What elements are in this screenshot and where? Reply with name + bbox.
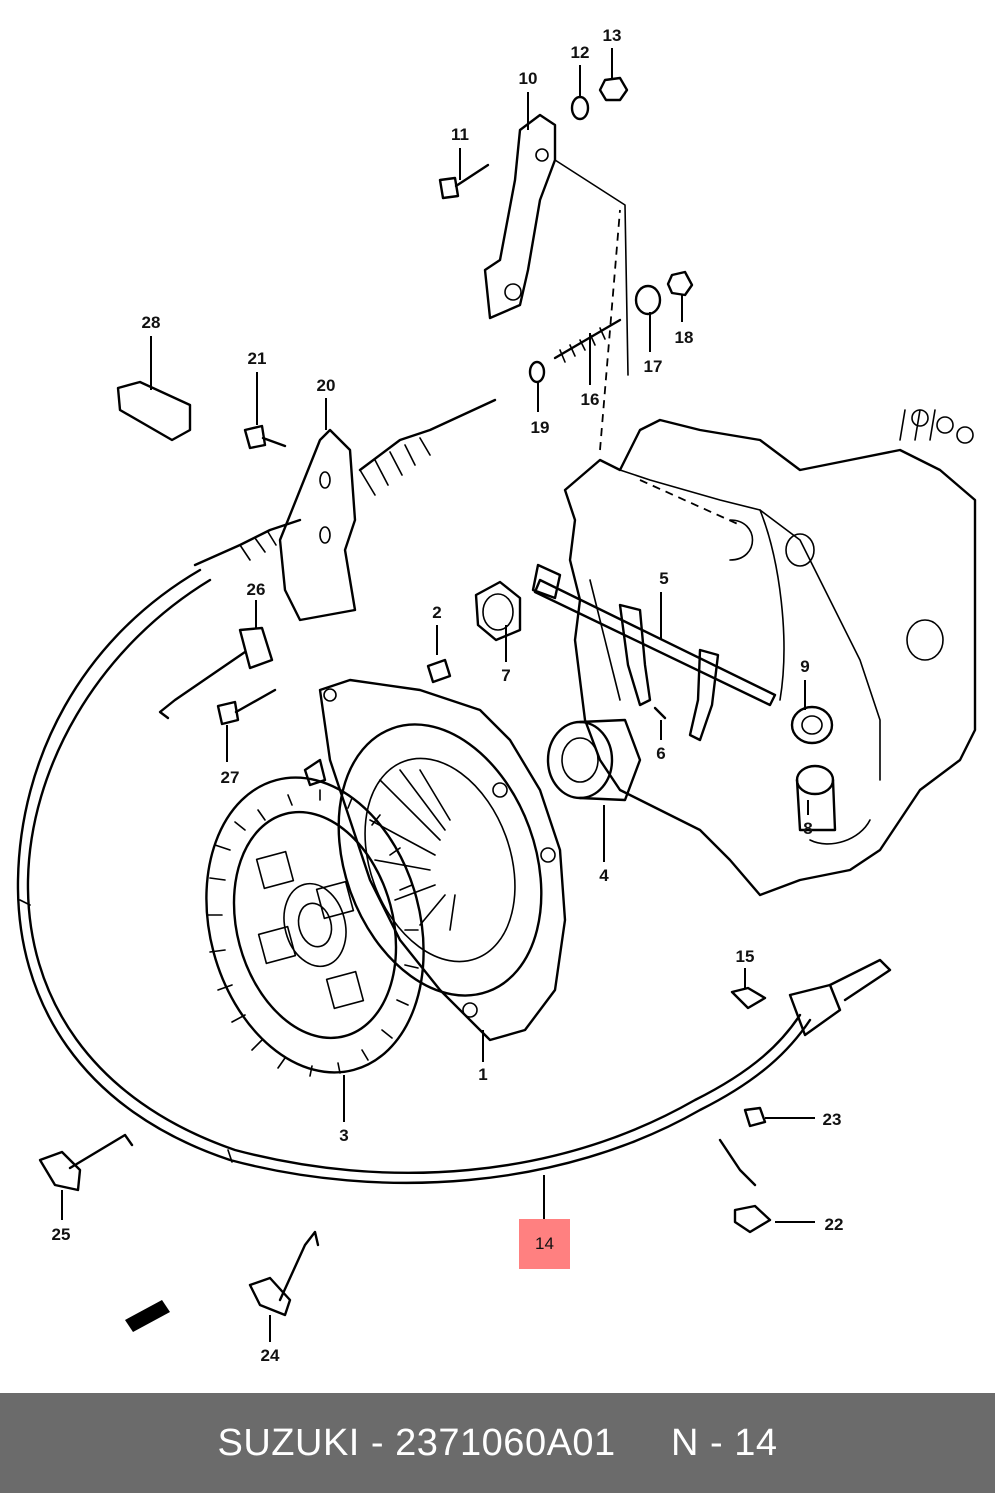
callout-6: 6	[656, 744, 665, 763]
callout-1: 1	[478, 1065, 487, 1084]
pivot-bushing-8	[795, 764, 837, 832]
washer-19	[528, 360, 546, 384]
callout-19: 19	[531, 418, 550, 437]
callout-17: 17	[644, 357, 663, 376]
return-spring-22	[718, 1138, 772, 1234]
fwd-arrow-icon	[125, 1300, 170, 1332]
lever-bracket	[483, 113, 629, 376]
highlighted-callout-14: 14	[519, 1219, 570, 1269]
highlighted-callout-label: 14	[535, 1234, 554, 1253]
spring-16	[553, 318, 622, 363]
nut-18	[666, 270, 694, 297]
release-fork-shaft	[531, 563, 777, 742]
cable-bracket	[278, 428, 357, 622]
pin-6	[653, 706, 667, 720]
exploded-parts-diagram: 1 2 3 4 5 6 7 8 9 10 11 12 13 15 16 17 1…	[16, 26, 977, 1365]
bolt-11	[438, 163, 490, 200]
bolt-21	[243, 424, 287, 450]
callout-4: 4	[599, 866, 609, 885]
nut-13	[598, 76, 629, 102]
cushion-17	[634, 284, 662, 316]
callout-7: 7	[501, 666, 510, 685]
callout-2: 2	[432, 603, 441, 622]
ref-number: 14	[734, 1421, 778, 1464]
bolt-27	[216, 688, 277, 726]
bracket-28	[116, 380, 192, 442]
callout-23: 23	[823, 1110, 842, 1129]
callout-21: 21	[248, 349, 267, 368]
fork-boot-9	[790, 705, 834, 745]
callout-10: 10	[519, 69, 538, 88]
washer-12	[570, 95, 590, 121]
bolt-2	[426, 658, 452, 684]
clutch-disc	[205, 776, 425, 1077]
callout-26: 26	[247, 580, 266, 599]
shaft-bush-7	[474, 580, 522, 642]
callout-16: 16	[581, 390, 600, 409]
caption-bar: SUZUKI - 2371060A01 N - 14	[0, 1393, 995, 1493]
clutch-cable	[16, 398, 892, 1184]
callout-8: 8	[803, 819, 812, 838]
part-number: 2371060A01	[395, 1421, 616, 1464]
callout-leaders	[61, 48, 815, 1342]
callout-24: 24	[261, 1346, 280, 1365]
brand-name: SUZUKI	[217, 1421, 360, 1464]
ref-prefix: N -	[671, 1421, 735, 1464]
callout-15: 15	[736, 947, 755, 966]
callout-3: 3	[339, 1126, 348, 1145]
transmission-housing	[563, 209, 977, 897]
callout-11: 11	[451, 125, 469, 144]
callout-labels: 1 2 3 4 5 6 7 8 9 10 11 12 13 15 16 17 1…	[52, 26, 844, 1365]
release-bearing	[546, 718, 642, 802]
clutch-cover	[303, 678, 567, 1042]
callout-28: 28	[142, 313, 161, 332]
caption-separator: -	[359, 1421, 396, 1464]
callout-18: 18	[675, 328, 694, 347]
callout-20: 20	[317, 376, 336, 395]
clip-24	[248, 1230, 320, 1317]
callout-5: 5	[659, 569, 668, 588]
callout-12: 12	[571, 43, 590, 62]
bolt-23	[743, 1106, 767, 1128]
clip-15	[730, 986, 767, 1010]
callout-22: 22	[825, 1215, 844, 1234]
callout-27: 27	[221, 768, 240, 787]
caption-text: SUZUKI - 2371060A01 N - 14	[218, 1422, 778, 1465]
callout-25: 25	[52, 1225, 71, 1244]
clip-25	[38, 1133, 134, 1192]
callout-9: 9	[800, 657, 809, 676]
callout-13: 13	[603, 26, 622, 45]
clamp-26	[158, 626, 274, 720]
caption-gap	[616, 1422, 671, 1464]
